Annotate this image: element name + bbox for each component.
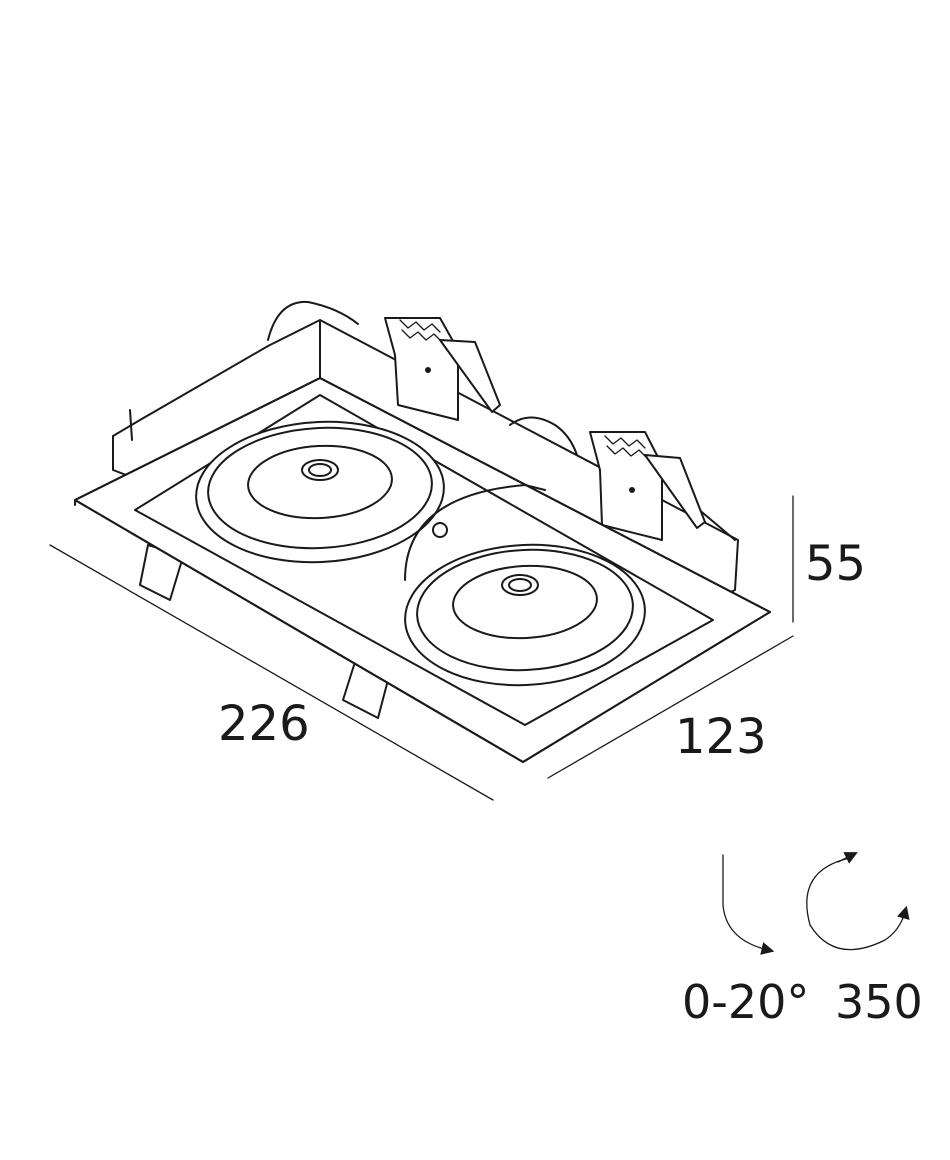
dimension-width-label: 123 <box>675 709 767 765</box>
mounting-bracket-back <box>267 300 578 456</box>
rotation-arrow-icon <box>806 852 910 951</box>
spring-clip-right <box>589 431 706 541</box>
dimension-lines <box>49 495 794 801</box>
spring-clip-left <box>384 317 501 421</box>
lamp-module-1 <box>195 420 445 564</box>
lamp-module-2 <box>404 484 646 687</box>
rotation-range-label: 350 <box>835 975 923 1029</box>
dimension-length-label: 226 <box>218 696 310 752</box>
dimension-height-label: 55 <box>805 536 866 592</box>
tilt-range-label: 0-20° <box>682 975 809 1029</box>
tilt-arrow-icon <box>722 854 775 955</box>
